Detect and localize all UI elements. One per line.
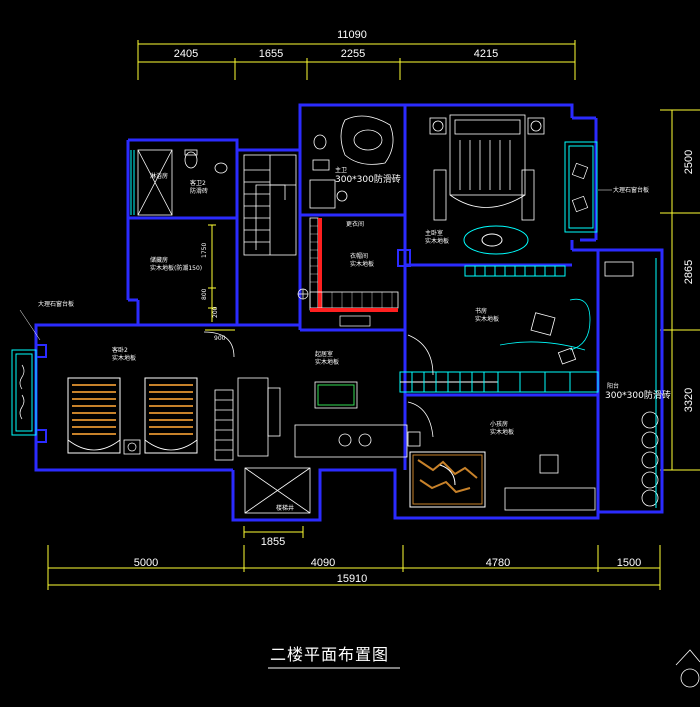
storage-inner-dims xyxy=(205,224,235,331)
dressing-label: 更衣间 xyxy=(346,220,364,228)
master-chair-icons xyxy=(571,162,589,213)
bath2-window xyxy=(130,150,135,215)
right-dim-3: 3320 xyxy=(683,388,695,412)
left-plant-icon xyxy=(19,364,25,420)
lounge-floor: 实木地板 xyxy=(315,358,339,366)
study-name: 书房 xyxy=(475,307,487,315)
closet-bench xyxy=(339,315,371,327)
bottom-dim-4: 1500 xyxy=(617,557,641,569)
master-window xyxy=(564,141,598,233)
marble-sill-left: 大理石窗台板 xyxy=(38,300,74,308)
top-dim-4: 4215 xyxy=(474,48,498,60)
bath2-name: 客卫2 xyxy=(190,179,206,187)
dim-1750: 1750 xyxy=(201,243,208,258)
right-dim-2: 2865 xyxy=(683,260,695,284)
storage-floor: 实木地板(防潮150) xyxy=(150,264,202,272)
bottom-total-dim: 15910 xyxy=(337,573,368,585)
study-furniture xyxy=(499,298,591,365)
guest-beds xyxy=(67,377,198,454)
balcony-name: 阳台 xyxy=(607,382,619,390)
stairwell-void xyxy=(244,467,311,514)
right-dim-1: 2500 xyxy=(683,150,695,174)
balcony-floor: 300*300防滑砖 xyxy=(605,389,671,401)
storage-name: 储藏房 xyxy=(150,256,168,264)
dim-900: 900 xyxy=(214,335,226,342)
top-dim-1: 2405 xyxy=(174,48,198,60)
kid-bed xyxy=(409,451,486,508)
guest-nightstand xyxy=(123,439,141,455)
bottom-dim-2: 4090 xyxy=(311,557,335,569)
guest-bed-covers xyxy=(67,439,198,451)
lounge-name: 起居室 xyxy=(315,350,333,358)
study-floor: 实木地板 xyxy=(475,315,499,323)
guest-bed-floor: 实木地板 xyxy=(112,354,136,362)
master-wardrobe xyxy=(464,265,566,277)
top-dimension-lines xyxy=(137,40,576,80)
wall-piers xyxy=(35,249,411,443)
study-door-swing xyxy=(407,334,434,376)
master-bed-floor: 实木地板 xyxy=(425,237,449,245)
bottom-dim-1: 5000 xyxy=(134,557,158,569)
bottom-dimension-lines xyxy=(47,526,661,590)
closet-shelves xyxy=(309,217,399,312)
kid-stool xyxy=(539,454,559,474)
bath2-fixtures xyxy=(137,149,228,216)
master-bed-name: 主卧室 xyxy=(425,229,443,237)
top-total-dim: 11090 xyxy=(337,29,367,41)
kid-desk xyxy=(504,487,596,511)
shower-label: 淋浴房 xyxy=(150,172,168,180)
guest-bed-slats xyxy=(72,384,193,435)
lounge-rug xyxy=(317,384,355,406)
kid-bed-name: 小孩房 xyxy=(490,420,508,428)
dim-200: 200 xyxy=(212,306,219,318)
closet-hangers xyxy=(310,225,393,308)
master-bath-fixtures xyxy=(309,115,394,209)
kid-bed-floor: 实木地板 xyxy=(490,428,514,436)
marble-sill-right: 大理石窗台板 xyxy=(613,186,649,194)
void-label: 楼梯井 xyxy=(276,504,294,512)
closet-name: 衣帽间 xyxy=(350,252,368,260)
walls xyxy=(34,103,664,522)
staircase xyxy=(243,154,297,256)
left-window xyxy=(11,349,37,436)
guest-bed-name: 客卧2 xyxy=(112,346,128,354)
bath2-floor: 防滑砖 xyxy=(190,187,208,195)
study-bookshelf xyxy=(399,371,599,393)
master-rug xyxy=(463,225,529,255)
top-dim-2: 1655 xyxy=(259,48,283,60)
balcony-items xyxy=(604,261,659,507)
top-dim-3: 2255 xyxy=(341,48,365,60)
dim-800: 800 xyxy=(201,288,208,300)
guest-door-swing xyxy=(203,331,235,358)
bottom-dim-3: 4780 xyxy=(486,557,510,569)
master-bed xyxy=(429,114,545,221)
closet-plant-icon xyxy=(297,288,309,300)
lounge-furniture xyxy=(214,377,408,461)
master-bath-floor: 300*300防滑砖 xyxy=(335,173,401,185)
kid-door-swing xyxy=(407,401,434,438)
right-dimension-lines xyxy=(660,109,700,471)
bottom-upper-dim: 1855 xyxy=(261,536,285,548)
compass-icon xyxy=(675,649,700,688)
closet-floor: 实木地板 xyxy=(350,260,374,268)
kid-nightstand xyxy=(407,431,421,447)
drawing-title: 二楼平面布置图 xyxy=(270,645,389,664)
master-bath-name: 主卫 xyxy=(335,166,347,174)
